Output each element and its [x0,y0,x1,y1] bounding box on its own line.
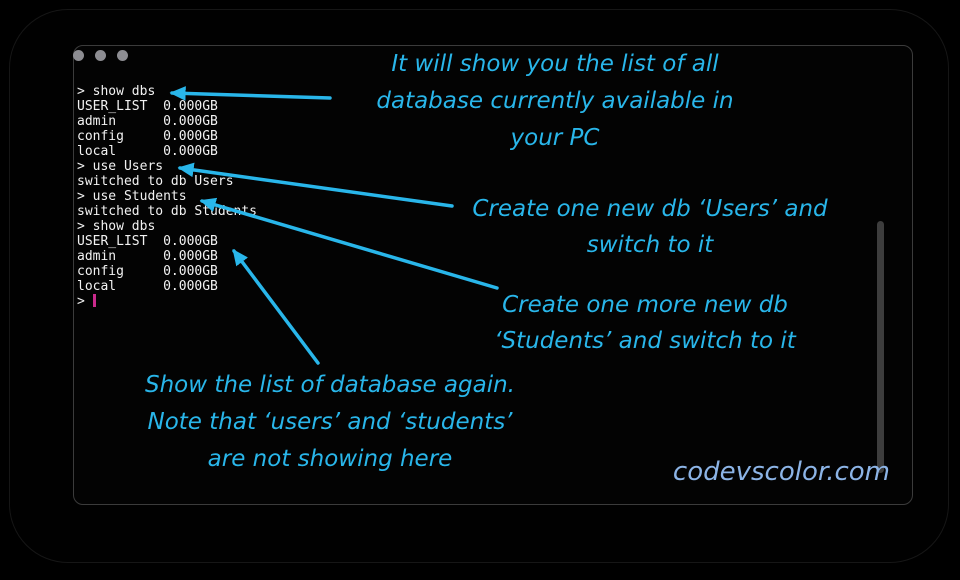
annotation-line: switch to it [586,232,714,258]
terminal-line: switched to db Students [77,204,258,219]
terminal-line: admin 0.000GB [77,249,218,264]
annotation-line: database currently available in [376,88,734,114]
terminal-line: > show dbs [77,219,156,234]
window-maximize-icon[interactable] [117,50,128,61]
terminal-line: > use Users [77,159,164,174]
terminal-line: local 0.000GB [77,279,218,294]
annotation-use-users: Create one new db ‘Users’ and switch to … [440,191,860,263]
annotation-line: Create one more new db [502,292,788,318]
window-close-icon[interactable] [73,50,84,61]
terminal-line: > show dbs [77,84,156,99]
annotation-show-dbs: It will show you the list of all databas… [330,46,780,157]
prompt: > [77,294,93,309]
annotation-line: ‘Students’ and switch to it [494,328,796,354]
terminal-line: USER_LIST 0.000GB [77,234,218,249]
terminal-line: > use Students [77,189,187,204]
terminal-line: config 0.000GB [77,129,218,144]
text-cursor [92,294,96,307]
terminal-line: admin 0.000GB [77,114,218,129]
annotation-line: your PC [510,125,600,151]
terminal-line: config 0.000GB [77,264,218,279]
terminal-line: switched to db Users [77,174,234,189]
annotation-show-dbs-again: Show the list of database again. Note th… [100,367,560,478]
annotation-line: It will show you the list of all [391,51,719,77]
annotation-line: are not showing here [207,446,453,472]
window-minimize-icon[interactable] [95,50,106,61]
watermark-text: codevscolor.com [672,457,890,487]
window-controls [73,50,128,61]
annotation-line: Show the list of database again. [144,372,515,398]
terminal-prompt-line[interactable]: > [77,294,257,309]
annotation-use-students: Create one more new db ‘Students’ and sw… [430,287,860,359]
terminal-line: local 0.000GB [77,144,218,159]
terminal-line: USER_LIST 0.000GB [77,99,218,114]
scrollbar-thumb[interactable] [877,221,884,473]
annotation-line: Create one new db ‘Users’ and [472,196,828,222]
annotation-line: Note that ‘users’ and ‘students’ [147,409,513,435]
